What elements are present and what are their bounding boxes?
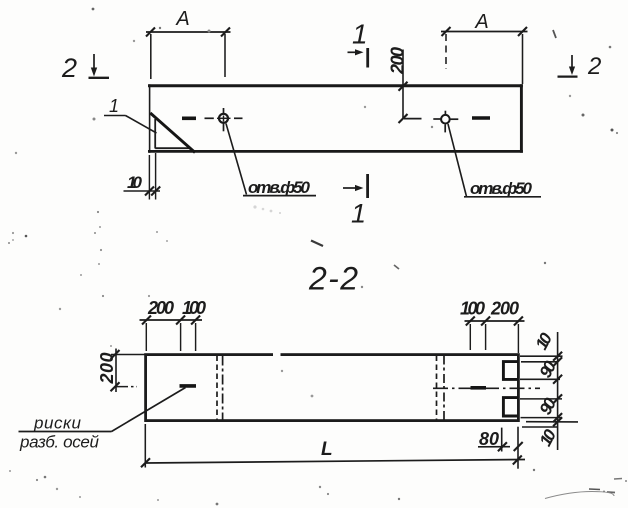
svg-text:10: 10 (536, 426, 561, 450)
svg-text:отв.ф50: отв.ф50 (248, 178, 311, 197)
svg-text:1: 1 (109, 96, 119, 116)
svg-text:80: 80 (479, 429, 499, 449)
svg-text:200: 200 (490, 299, 519, 319)
svg-text:A: A (474, 11, 488, 33)
svg-text:L: L (321, 439, 333, 460)
svg-text:отв.ф50: отв.ф50 (470, 179, 533, 198)
svg-text:2-2: 2-2 (308, 261, 358, 297)
svg-text:риски: риски (33, 414, 82, 433)
svg-text:10: 10 (127, 173, 143, 192)
svg-text:10: 10 (532, 329, 557, 353)
svg-text:90: 90 (536, 357, 561, 381)
svg-text:200: 200 (388, 47, 408, 75)
svg-text:2: 2 (587, 53, 601, 80)
svg-text:2: 2 (61, 53, 77, 83)
svg-text:разб. осей: разб. осей (19, 433, 100, 452)
svg-text:1: 1 (351, 199, 366, 229)
svg-text:1: 1 (352, 19, 368, 50)
svg-text:200: 200 (147, 298, 174, 318)
svg-text:90: 90 (536, 394, 561, 418)
svg-text:100: 100 (460, 299, 485, 319)
svg-text:200: 200 (97, 353, 117, 385)
svg-text:A: A (175, 8, 189, 30)
svg-text:100: 100 (182, 298, 206, 318)
